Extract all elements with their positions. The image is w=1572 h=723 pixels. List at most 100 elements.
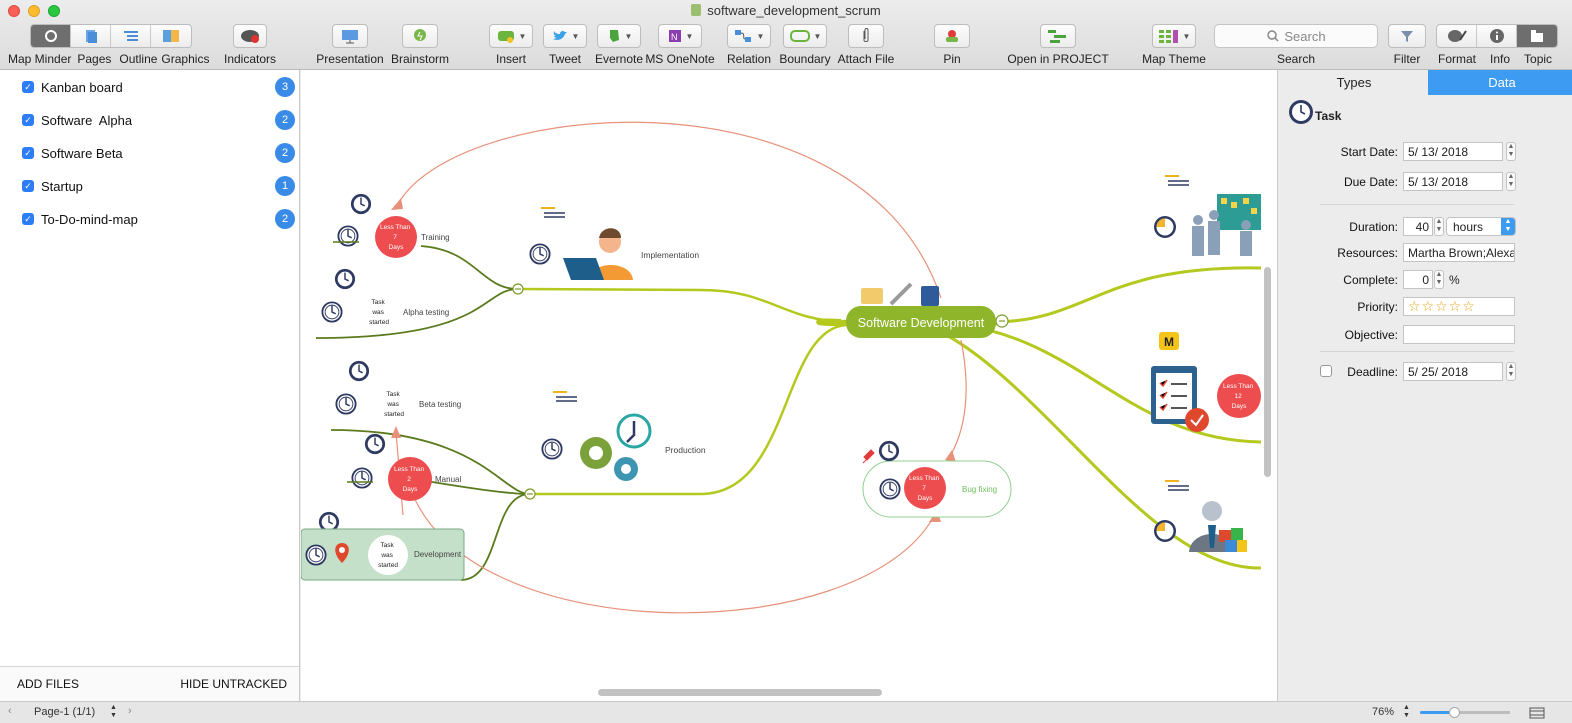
hide-untracked-button[interactable]: HIDE UNTRACKED xyxy=(180,677,287,691)
zoom-slider[interactable] xyxy=(1420,707,1510,718)
topic-kanban[interactable] xyxy=(1154,175,1261,256)
subtopic-manual[interactable]: Less Than 2 Days Manual xyxy=(347,433,461,501)
topic-checklist[interactable]: M Less Than 12 Days xyxy=(1151,332,1261,432)
subtopic-label: Bug fixing xyxy=(962,485,997,494)
film-strip-icon[interactable] xyxy=(1529,707,1545,719)
priority-rating[interactable]: ☆☆☆☆☆ xyxy=(1403,297,1515,316)
deadline-stepper[interactable]: ▲▼ xyxy=(1506,362,1516,381)
complete-field[interactable]: 0 xyxy=(1403,270,1433,289)
due-date-field[interactable]: 5/ 13/ 2018 xyxy=(1403,172,1503,191)
topic-panel-button[interactable] xyxy=(1517,25,1557,47)
resources-label: Resources: xyxy=(1337,246,1398,260)
list-item[interactable]: ✓ Software Beta 2 xyxy=(0,138,300,168)
tweet-button[interactable]: ▼ Tweet xyxy=(543,24,587,66)
boundary-button[interactable]: ▼ Boundary xyxy=(779,24,831,66)
mind-map-canvas[interactable]: Software Development Implementation xyxy=(300,70,1277,701)
pages-view-button[interactable] xyxy=(71,25,111,47)
map-name: Software Alpha xyxy=(41,112,133,128)
checkbox[interactable]: ✓ xyxy=(22,147,34,159)
duration-stepper[interactable]: ▲▼ xyxy=(1434,217,1444,236)
list-item[interactable]: ✓ Software Alpha 2 xyxy=(0,105,300,135)
complete-stepper[interactable]: ▲▼ xyxy=(1434,270,1444,289)
zoom-window-button[interactable] xyxy=(48,5,60,17)
checkbox[interactable]: ✓ xyxy=(22,81,34,93)
task-clock-icon xyxy=(1289,100,1313,124)
count-badge: 2 xyxy=(275,209,295,229)
topic-production[interactable]: Production xyxy=(541,391,706,481)
view-switcher xyxy=(30,24,192,48)
filter-button[interactable]: Filter xyxy=(1387,24,1427,66)
next-page-icon[interactable]: › xyxy=(128,705,132,717)
vertical-scrollbar[interactable] xyxy=(1264,267,1271,477)
subtopic-beta-testing[interactable]: Task was started Beta testing xyxy=(335,360,461,418)
subtopic-bug-fixing[interactable]: Less Than 7 Days Bug fixing xyxy=(862,440,1012,518)
list-item[interactable]: ✓ Startup 1 xyxy=(0,171,300,201)
start-date-field[interactable]: 5/ 13/ 2018 xyxy=(1403,142,1503,161)
select-arrows-icon: ▲▼ xyxy=(1501,218,1515,235)
info-panel-button[interactable] xyxy=(1477,25,1517,47)
info-label: Info xyxy=(1490,52,1511,66)
open-in-project-button[interactable]: Open in PROJECT xyxy=(1007,24,1109,66)
objective-field[interactable] xyxy=(1403,325,1515,344)
zoom-slider-thumb[interactable] xyxy=(1449,707,1460,718)
map-theme-icon xyxy=(1158,30,1178,43)
indicators-button[interactable]: Indicators xyxy=(224,24,276,66)
central-topic[interactable]: Software Development xyxy=(846,282,996,338)
map-theme-button[interactable]: ▼ Map Theme xyxy=(1142,24,1206,66)
previous-page-icon[interactable]: ‹ xyxy=(8,705,12,717)
person-laptop-icon xyxy=(563,228,633,280)
checkbox[interactable]: ✓ xyxy=(22,213,34,225)
evernote-button[interactable]: ▼ Evernote xyxy=(595,24,643,66)
map-minder-view-button[interactable] xyxy=(31,25,71,47)
resources-field[interactable]: Martha Brown;Alexan xyxy=(1403,243,1515,262)
map-theme-label: Map Theme xyxy=(1142,52,1206,66)
secondary-branches xyxy=(315,245,531,581)
zoom-slider-track xyxy=(1455,711,1510,714)
pin-button[interactable]: Pin xyxy=(932,24,972,66)
page-stepper-icon[interactable]: ▲▼ xyxy=(110,704,117,719)
duration-field[interactable]: 40 xyxy=(1403,217,1433,236)
close-window-button[interactable] xyxy=(8,5,20,17)
subtopic-training[interactable]: Less Than 7 Days Training xyxy=(333,193,450,258)
topic-implementation[interactable]: Implementation xyxy=(529,207,699,280)
brainstorm-button[interactable]: Brainstorm xyxy=(388,24,452,66)
horizontal-scrollbar[interactable] xyxy=(598,689,882,696)
mind-map[interactable]: Software Development Implementation xyxy=(300,70,1277,701)
subtopic-alpha-testing[interactable]: Task was started Alpha testing xyxy=(321,268,449,330)
presentation-button[interactable]: Presentation xyxy=(313,24,387,66)
tab-types[interactable]: Types xyxy=(1336,75,1372,90)
checkbox[interactable]: ✓ xyxy=(22,180,34,192)
status-label: Task was started xyxy=(369,299,389,326)
collapse-toggles[interactable] xyxy=(512,283,1009,500)
link-icon xyxy=(889,282,913,306)
presentation-label: Presentation xyxy=(316,52,384,66)
minimize-window-button[interactable] xyxy=(28,5,40,17)
topic-manager[interactable] xyxy=(1154,480,1247,552)
due-date-stepper[interactable]: ▲▼ xyxy=(1506,172,1516,191)
zoom-stepper-icon[interactable]: ▲▼ xyxy=(1403,704,1410,719)
duration-unit-select[interactable]: hours ▲▼ xyxy=(1446,217,1516,236)
start-date-stepper[interactable]: ▲▼ xyxy=(1506,142,1516,161)
subtopic-development[interactable]: Task was started Development xyxy=(300,511,465,581)
outline-view-label: Outline xyxy=(119,52,158,66)
insert-label: Insert xyxy=(495,52,526,66)
objective-label: Objective: xyxy=(1344,328,1398,342)
format-panel-button[interactable] xyxy=(1437,25,1477,47)
list-item[interactable]: ✓ Kanban board 3 xyxy=(0,72,300,102)
add-files-button[interactable]: ADD FILES xyxy=(17,677,80,691)
attach-file-button[interactable]: Attach File xyxy=(836,24,896,66)
relation-button[interactable]: ▼ Relation xyxy=(727,24,771,66)
onenote-button[interactable]: N▼ MS OneNote xyxy=(645,24,715,66)
tab-data[interactable]: Data xyxy=(1428,70,1572,95)
insert-button[interactable]: ▼ Insert xyxy=(489,24,533,66)
checkbox[interactable]: ✓ xyxy=(22,114,34,126)
search-input[interactable]: Search xyxy=(1214,24,1378,48)
deadline-checkbox[interactable] xyxy=(1320,365,1332,377)
list-item[interactable]: ✓ To-Do-mind-map 2 xyxy=(0,204,300,234)
graphics-view-button[interactable] xyxy=(151,25,191,47)
map-name: To-Do-mind-map xyxy=(41,211,138,227)
outline-view-button[interactable] xyxy=(111,25,151,47)
marker-m-icon xyxy=(1159,332,1179,350)
deadline-field[interactable]: 5/ 25/ 2018 xyxy=(1403,362,1503,381)
gears-icon xyxy=(580,413,652,481)
